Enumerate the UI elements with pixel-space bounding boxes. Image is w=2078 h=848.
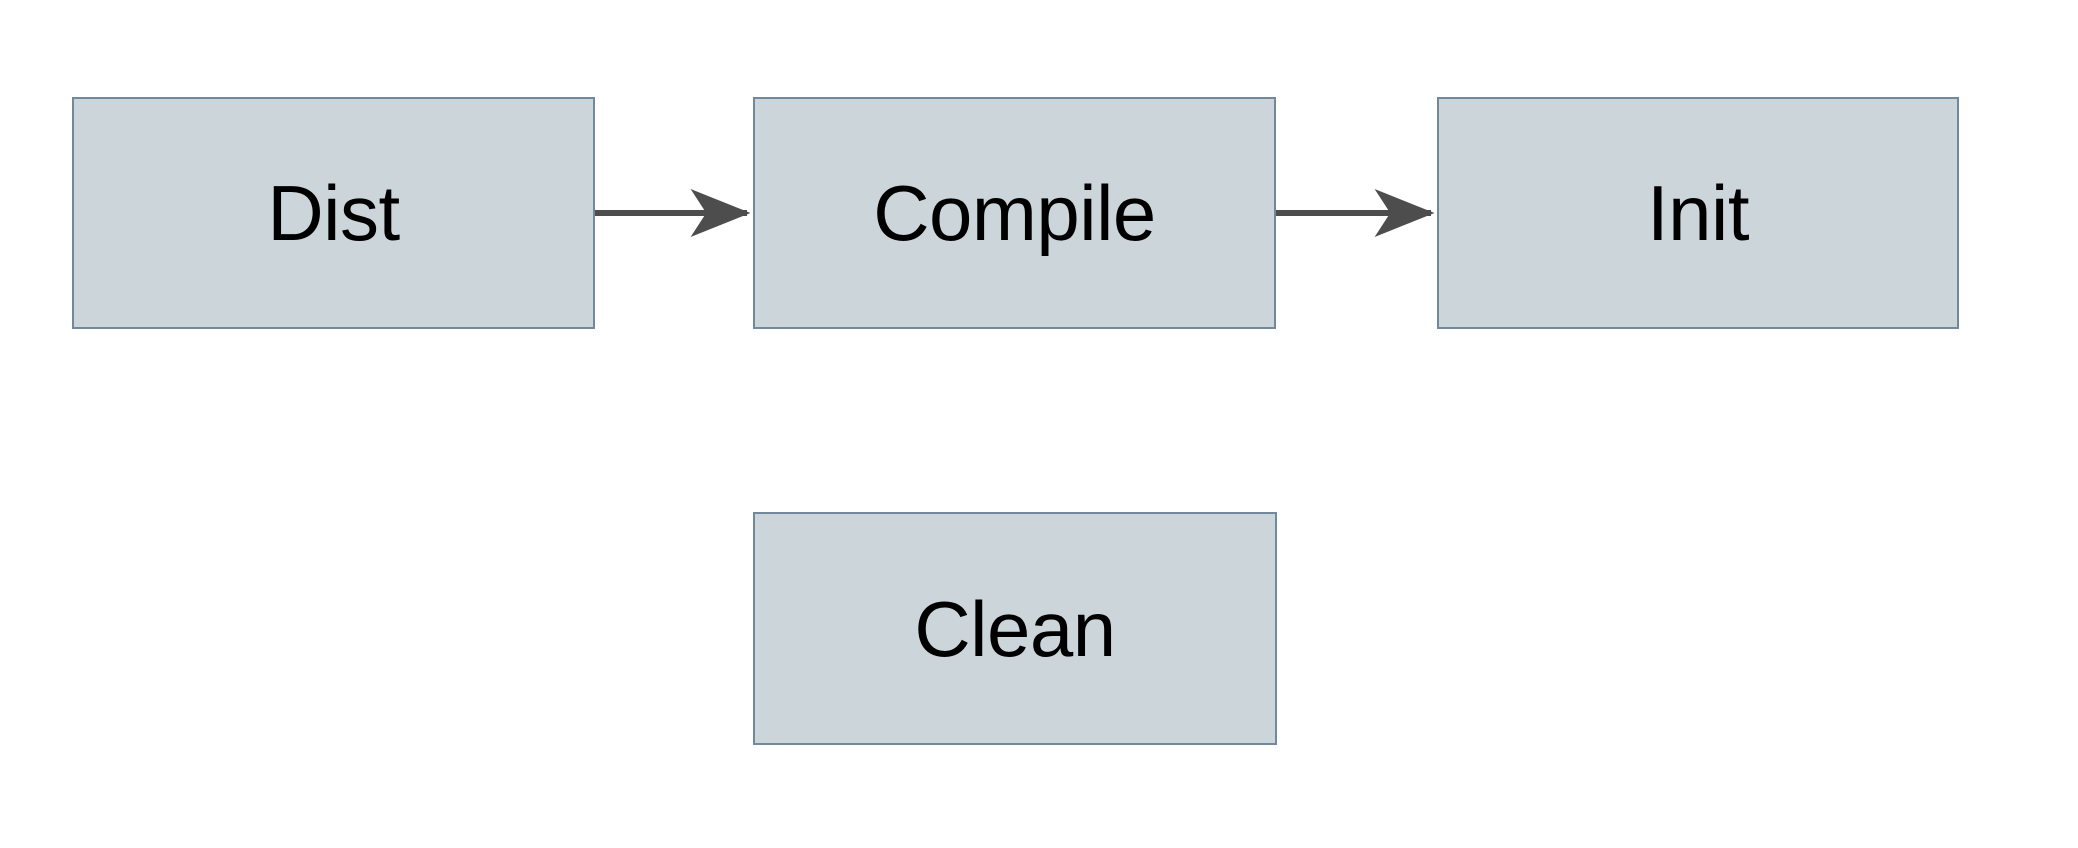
node-dist[interactable]: Dist [72, 97, 595, 329]
node-label: Compile [873, 169, 1156, 257]
node-label: Dist [267, 169, 400, 257]
node-label: Clean [914, 584, 1116, 673]
node-compile[interactable]: Compile [753, 97, 1276, 329]
node-clean[interactable]: Clean [753, 512, 1277, 745]
node-init[interactable]: Init [1437, 97, 1959, 329]
node-label: Init [1646, 169, 1750, 257]
